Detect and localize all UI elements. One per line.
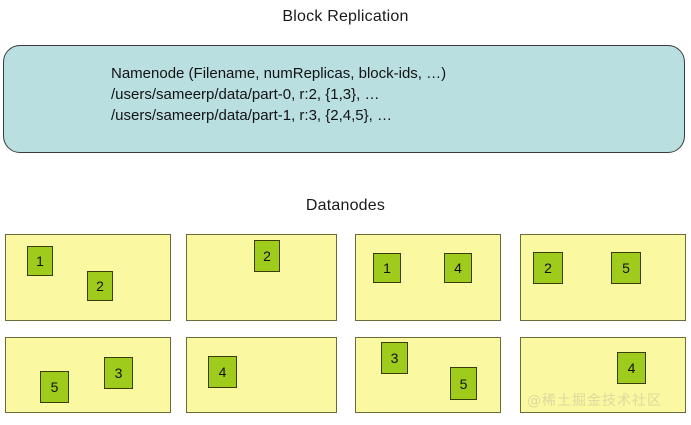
- data-block: 2: [533, 252, 563, 284]
- data-block: 5: [40, 371, 69, 403]
- data-block: 3: [381, 342, 408, 374]
- namenode-text-block: Namenode (Filename, numReplicas, block-i…: [111, 63, 446, 126]
- data-block: 2: [254, 240, 280, 272]
- watermark-text: @稀土掘金技术社区: [527, 393, 662, 409]
- data-block: 5: [450, 367, 477, 400]
- namenode-line-schema: Namenode (Filename, numReplicas, block-i…: [111, 65, 447, 82]
- data-block: 3: [104, 357, 133, 389]
- data-block: 2: [87, 271, 113, 301]
- data-block: 4: [208, 356, 237, 388]
- data-block: 4: [617, 352, 646, 384]
- datanode-box: [355, 337, 501, 413]
- datanode-box: [520, 337, 686, 413]
- namenode-panel: Namenode (Filename, numReplicas, block-i…: [3, 45, 685, 153]
- data-block: 1: [27, 246, 53, 276]
- data-block: 5: [611, 252, 641, 284]
- page-title: Block Replication: [282, 8, 409, 25]
- datanode-box: [5, 337, 171, 413]
- data-block: 4: [444, 253, 472, 283]
- namenode-line-part-0: /users/sameerp/data/part-0, r:2, {1,3}, …: [111, 86, 380, 103]
- data-block: 1: [373, 253, 401, 283]
- datanodes-section-title: Datanodes: [305, 197, 386, 214]
- namenode-line-part-1: /users/sameerp/data/part-1, r:3, {2,4,5}…: [111, 107, 392, 124]
